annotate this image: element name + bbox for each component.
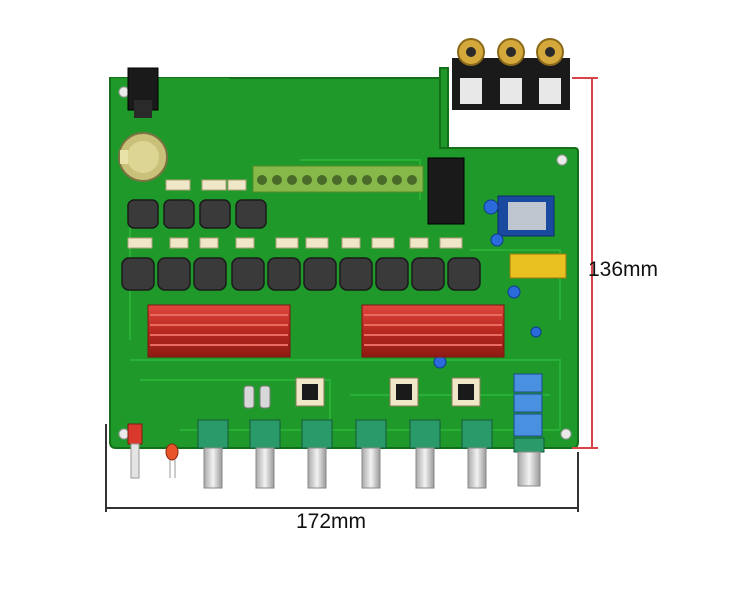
potentiometer-1 <box>197 419 229 489</box>
film-capacitors <box>243 385 271 409</box>
width-dimension-line <box>105 424 579 512</box>
potentiometer-4 <box>355 419 387 489</box>
potentiometer-2 <box>249 419 281 489</box>
heatsink-left <box>147 304 291 358</box>
potentiometers <box>197 419 545 489</box>
potentiometer-6 <box>461 419 493 489</box>
potentiometer-3 <box>301 419 333 489</box>
relay <box>509 253 567 279</box>
led <box>165 443 179 478</box>
potentiometer-7 <box>513 437 545 487</box>
terminal-block <box>252 165 424 193</box>
bluetooth-module <box>497 195 555 237</box>
resistor-blocks <box>127 179 463 249</box>
heatsink-right <box>361 304 505 358</box>
small-capacitors <box>433 199 542 369</box>
height-dimension-line <box>572 77 598 449</box>
width-dimension-label: 172mm <box>296 510 367 533</box>
inductors-top <box>127 199 267 229</box>
toggle-switch <box>127 423 143 479</box>
trimmer-stack <box>513 373 543 437</box>
mounting-holes <box>118 86 572 440</box>
dc-jack <box>127 67 159 118</box>
switch <box>427 157 465 225</box>
inductors-middle <box>121 257 481 291</box>
capacitor-large <box>118 132 168 182</box>
rca-jacks <box>452 38 570 110</box>
potentiometer-5 <box>409 419 441 489</box>
height-dimension-label: 136mm <box>588 258 659 281</box>
